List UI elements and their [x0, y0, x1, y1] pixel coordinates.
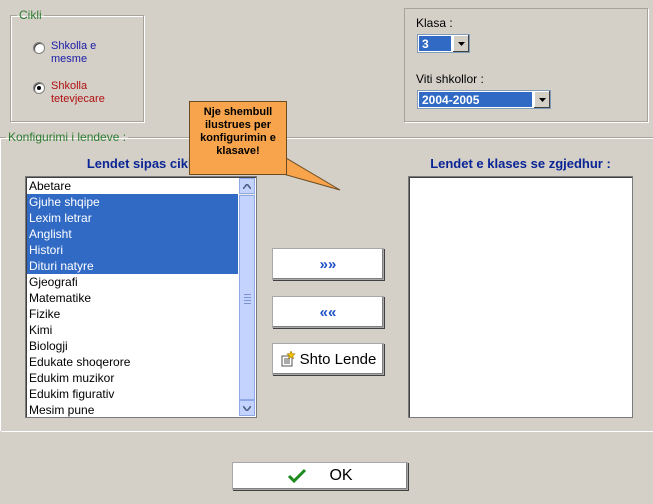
move-left-label: «« — [319, 303, 337, 321]
chevron-down-icon — [457, 41, 465, 46]
chevron-down-icon — [243, 405, 251, 411]
viti-value: 2004-2005 — [419, 92, 532, 107]
cikli-group: Cikli — [10, 8, 144, 122]
konfigurimi-group: Konfigurimi i lendeve : — [0, 130, 653, 431]
viti-select[interactable]: 2004-2005 — [417, 90, 551, 109]
list-item[interactable]: Edukim figurativ — [29, 387, 115, 401]
move-left-button[interactable]: «« — [272, 296, 384, 328]
viti-dropdown-button[interactable] — [533, 91, 550, 108]
list-item[interactable]: Lexim letrar — [27, 210, 238, 226]
klasa-value: 3 — [419, 36, 451, 51]
right-list-header: Lendet e klases se zgjedhur : — [430, 156, 611, 171]
list-item[interactable]: Gjuhe shqipe — [27, 194, 238, 210]
list-item[interactable]: Gjeografi — [29, 275, 78, 289]
left-list-header: Lendet sipas cikli — [86, 156, 196, 171]
list-item[interactable]: Fizike — [29, 307, 61, 321]
list-item[interactable]: Matematike — [29, 291, 92, 305]
move-right-button[interactable]: »» — [272, 248, 384, 280]
move-right-label: »» — [319, 255, 337, 273]
list-item[interactable]: Biologji — [29, 339, 68, 353]
list-item[interactable]: Anglisht — [27, 226, 238, 242]
right-subject-list[interactable] — [408, 176, 633, 418]
radio-dot-tetevjecare[interactable] — [33, 82, 45, 94]
add-subject-label: Shto Lende — [299, 350, 377, 368]
klasa-select[interactable]: 3 — [417, 34, 470, 53]
klasa-dropdown-button[interactable] — [452, 35, 469, 52]
ok-label: OK — [329, 467, 353, 484]
list-item[interactable]: Histori — [27, 242, 238, 258]
list-item[interactable]: Abetare — [29, 179, 72, 193]
scroll-up-button[interactable] — [239, 178, 255, 194]
list-item[interactable]: Dituri natyre — [27, 258, 238, 274]
chevron-up-icon — [243, 183, 251, 189]
add-subject-button[interactable]: Shto Lende — [272, 343, 384, 375]
scroll-thumb[interactable] — [239, 195, 255, 400]
klasa-label: Klasa : — [416, 16, 453, 30]
ok-button[interactable]: OK — [232, 462, 408, 490]
klasa-viti-panel — [404, 8, 648, 122]
konfigurimi-legend: Konfigurimi i lendeve : — [8, 130, 127, 144]
scroll-down-button[interactable] — [239, 400, 255, 416]
radio-dot-mesme[interactable] — [33, 42, 45, 54]
checkmark-icon — [288, 468, 307, 484]
list-item[interactable]: Edukim muzikor — [29, 371, 115, 385]
list-item[interactable]: Kimi — [29, 323, 53, 337]
list-item[interactable]: Mesim pune — [29, 403, 95, 417]
tooltip-pointer — [276, 151, 341, 191]
example-tooltip: Nje shembull ilustrues per konfigurimin … — [189, 101, 287, 175]
add-document-icon — [281, 351, 296, 367]
left-list-scrollbar[interactable] — [239, 178, 255, 416]
cikli-legend: Cikli — [19, 8, 42, 22]
list-item[interactable]: Edukate shoqerore — [29, 355, 131, 369]
chevron-down-icon — [538, 97, 546, 102]
viti-label: Viti shkollor : — [416, 72, 484, 86]
